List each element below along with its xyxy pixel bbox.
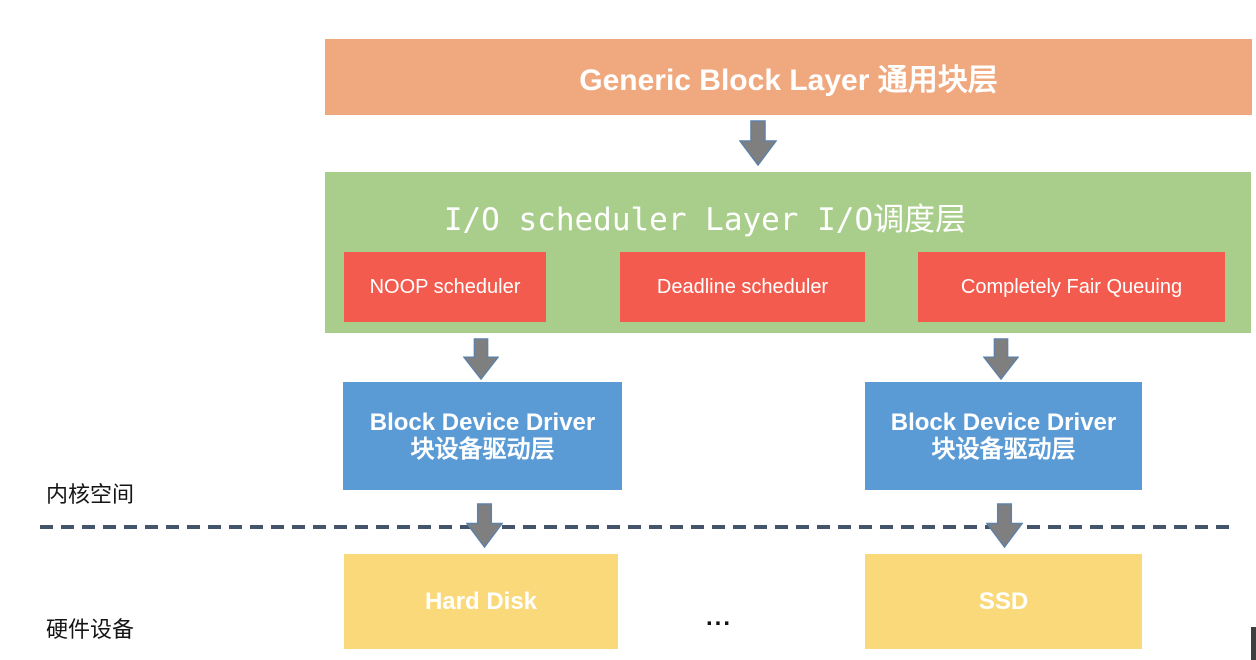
ssd-label: SSD (978, 587, 1029, 615)
kernel-space-label: 内核空间 (46, 482, 135, 507)
cfq-scheduler-box: Completely Fair Queuing (918, 252, 1225, 322)
driver-title: Block Device Driver (890, 409, 1117, 436)
driver-subtitle: 块设备驱动层 (410, 436, 555, 463)
more-devices-ellipsis: ... (706, 604, 733, 631)
block-device-driver-box-left: Block Device Driver 块设备驱动层 (343, 382, 622, 490)
ssd-box: SSD (865, 554, 1142, 649)
noop-scheduler-box: NOOP scheduler (344, 252, 546, 322)
down-arrow-icon (463, 338, 499, 380)
down-arrow-icon (983, 338, 1019, 380)
io-scheduler-layer-label: I/O scheduler Layer I/O调度层 (443, 201, 967, 238)
hard-disk-label: Hard Disk (424, 587, 538, 615)
down-arrow-icon (466, 503, 503, 548)
driver-title: Block Device Driver (369, 409, 596, 436)
down-arrow-icon (739, 120, 777, 166)
kernel-hardware-divider-line (40, 525, 1232, 529)
hard-disk-box: Hard Disk (344, 554, 618, 649)
block-device-driver-box-right: Block Device Driver 块设备驱动层 (865, 382, 1142, 490)
driver-subtitle: 块设备驱动层 (931, 436, 1076, 463)
down-arrow-icon (986, 503, 1023, 548)
noop-scheduler-label: NOOP scheduler (369, 275, 521, 298)
window-edge-bar (1251, 627, 1256, 660)
generic-block-layer-box: Generic Block Layer 通用块层 (325, 39, 1252, 115)
cfq-scheduler-label: Completely Fair Queuing (960, 275, 1183, 298)
deadline-scheduler-label: Deadline scheduler (656, 275, 829, 298)
deadline-scheduler-box: Deadline scheduler (620, 252, 865, 322)
hardware-device-label: 硬件设备 (46, 617, 135, 642)
generic-block-layer-label: Generic Block Layer 通用块层 (579, 64, 998, 97)
